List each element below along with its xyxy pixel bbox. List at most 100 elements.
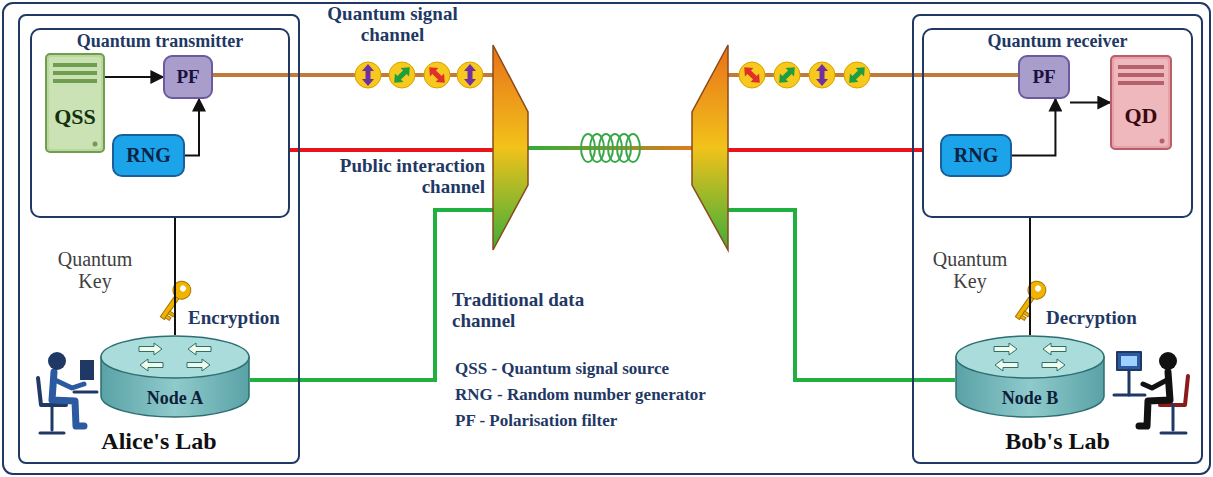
key-label: Quantum Key bbox=[45, 248, 145, 292]
multiplexer bbox=[493, 45, 528, 250]
illustration-part bbox=[739, 62, 765, 88]
illustration-part bbox=[740, 63, 764, 87]
quantum-signal-line bbox=[728, 73, 1018, 77]
source-server: QSS bbox=[45, 53, 105, 153]
illustration-part bbox=[1117, 352, 1141, 370]
bob-person bbox=[1114, 352, 1188, 433]
connector bbox=[174, 218, 176, 335]
rng-box: RNG bbox=[940, 134, 1012, 177]
illustration-part bbox=[355, 62, 381, 88]
node-title: Node A bbox=[147, 388, 204, 409]
illustration-part bbox=[1172, 405, 1175, 430]
illustration-part bbox=[80, 360, 94, 380]
abbreviation-note: RNG - Random number generator bbox=[455, 386, 706, 405]
shape-part bbox=[1118, 73, 1164, 77]
channel-label: Public interaction channel bbox=[310, 156, 485, 198]
component-label: RNG bbox=[954, 144, 998, 167]
component-label: RNG bbox=[126, 144, 170, 167]
shape-part bbox=[1043, 343, 1066, 355]
detector-server: QD bbox=[1110, 55, 1172, 150]
illustration-part bbox=[355, 62, 381, 88]
process-label: Decryption bbox=[1046, 308, 1137, 329]
rng-box: RNG bbox=[112, 134, 185, 177]
node-title: QD bbox=[1125, 103, 1158, 128]
shape-part bbox=[187, 359, 210, 371]
illustration-part bbox=[774, 62, 800, 88]
abbreviation-note-box: RNG - Random number generator bbox=[455, 386, 706, 405]
demultiplexer bbox=[692, 45, 728, 250]
shape-part bbox=[1111, 56, 1171, 149]
node-title: Alice's Lab bbox=[101, 428, 216, 456]
data-channel-line bbox=[728, 210, 955, 380]
illustration-part bbox=[74, 391, 97, 394]
shape-part bbox=[1160, 139, 1165, 144]
node-title: Bob's Lab bbox=[1005, 428, 1110, 456]
illustration-part bbox=[425, 63, 449, 87]
alice-person bbox=[38, 352, 97, 433]
illustration-part bbox=[390, 63, 414, 87]
process-label-box: Encryption bbox=[188, 308, 280, 329]
shape-part bbox=[1042, 359, 1065, 371]
shape-part bbox=[101, 336, 249, 378]
illustration-part bbox=[424, 62, 450, 88]
illustration-part bbox=[1015, 295, 1034, 319]
illustration-part bbox=[179, 284, 187, 292]
node-title: QSS bbox=[54, 104, 96, 129]
shape-part bbox=[53, 63, 97, 67]
illustration-part bbox=[739, 62, 765, 88]
illustration-part bbox=[1161, 432, 1186, 435]
illustration-part bbox=[1139, 372, 1170, 426]
abbreviation-note-box: PF - Polarisation filter bbox=[455, 412, 617, 431]
illustration-part bbox=[464, 64, 476, 86]
process-label-box: Decryption bbox=[1046, 308, 1137, 329]
shape-part bbox=[1118, 65, 1164, 69]
illustration-part bbox=[774, 62, 800, 88]
illustration-part bbox=[1020, 315, 1026, 320]
key-label: Quantum Key bbox=[920, 248, 1020, 292]
abbreviation-note: QSS - Quantum signal source bbox=[455, 360, 669, 379]
connector bbox=[1070, 102, 1110, 104]
illustration-part bbox=[389, 62, 415, 88]
receiver-box: Quantum receiverPFRNGQD bbox=[922, 28, 1193, 218]
channel-label-box: Quantum signal channel bbox=[300, 4, 485, 46]
key-label-box: Quantum Key bbox=[45, 248, 145, 292]
connector bbox=[185, 99, 199, 156]
illustration-part bbox=[165, 315, 171, 320]
illustration-part bbox=[389, 62, 415, 88]
illustration-part bbox=[844, 62, 870, 88]
channel-label-box: Public interaction channel bbox=[310, 156, 485, 198]
quantum-signal-line bbox=[213, 73, 493, 77]
component-label: PF bbox=[176, 66, 199, 88]
shape-part bbox=[53, 79, 97, 83]
illustration-part bbox=[457, 62, 483, 88]
process-label: Encryption bbox=[188, 308, 280, 329]
illustration-part bbox=[816, 64, 828, 86]
connector bbox=[1012, 99, 1055, 156]
illustration-part bbox=[809, 62, 835, 88]
illustration-part bbox=[55, 380, 84, 388]
shape-part bbox=[188, 343, 211, 355]
shape-part bbox=[46, 54, 104, 152]
illustration-part bbox=[169, 278, 194, 303]
server-shape bbox=[45, 53, 105, 153]
illustration-part bbox=[1114, 394, 1145, 397]
illustration-part bbox=[626, 134, 640, 162]
abbreviation-note-box: QSS - Quantum signal source bbox=[455, 360, 669, 379]
shape-part bbox=[1114, 59, 1168, 146]
node-title: Quantum transmitter bbox=[77, 31, 243, 52]
photons bbox=[355, 62, 870, 88]
fiber-coil bbox=[581, 134, 640, 162]
illustration-part bbox=[1159, 352, 1177, 370]
filter-box: PF bbox=[1018, 55, 1070, 99]
node-title: Node B bbox=[1002, 388, 1059, 409]
shape-part bbox=[139, 343, 162, 355]
illustration-part bbox=[1024, 278, 1049, 303]
component-label: PF bbox=[1032, 66, 1055, 88]
shape-part bbox=[995, 359, 1018, 371]
router-node: Node A bbox=[100, 335, 250, 418]
channel-label: Traditional data channel bbox=[452, 290, 607, 332]
abbreviation-note: PF - Polarisation filter bbox=[455, 412, 617, 431]
lab-box: Alice's Lab Quantum transmitterQSS PF RNG No… bbox=[18, 14, 300, 464]
illustration-part bbox=[844, 62, 870, 88]
